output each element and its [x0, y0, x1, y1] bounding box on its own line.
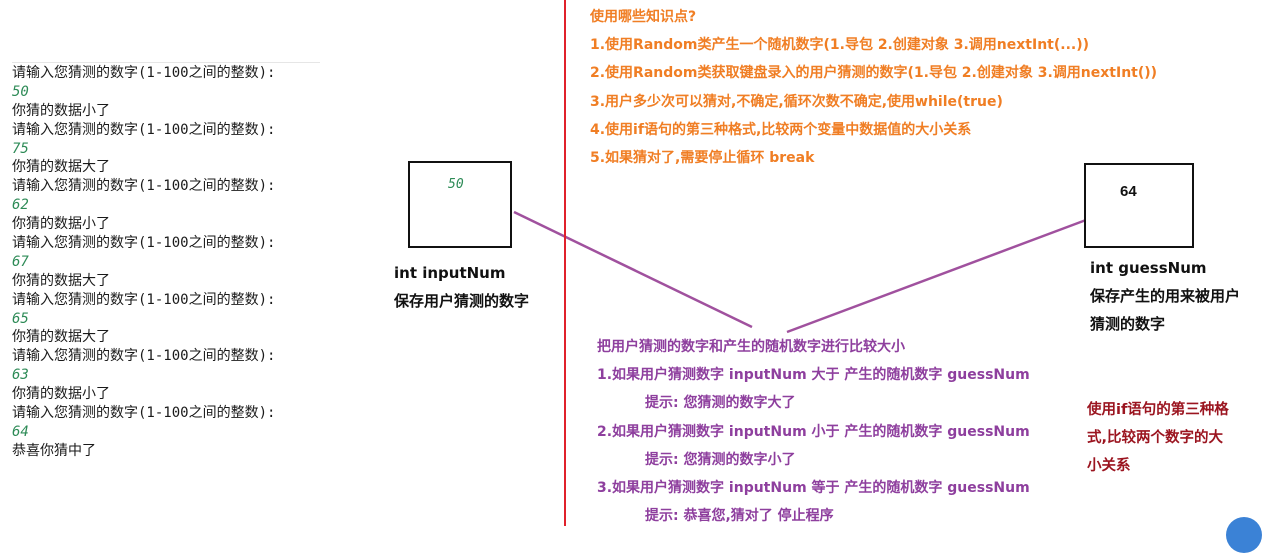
console-top-border: [12, 62, 320, 63]
rule-condition: 2.如果用户猜测数字 inputNum 小于 产生的随机数字 guessNum: [597, 423, 1030, 440]
console-line-result: 你猜的数据大了: [12, 272, 110, 289]
input-num-value: 50: [448, 177, 464, 192]
console-line-result: 你猜的数据小了: [12, 102, 110, 119]
connector-guess-to-compare: [786, 218, 1087, 334]
console-line-prompt: 请输入您猜测的数字(1-100之间的整数):: [12, 121, 276, 138]
console-line-input: 62: [12, 197, 29, 214]
guess-num-box: 64: [1084, 163, 1194, 248]
console-line-prompt: 请输入您猜测的数字(1-100之间的整数):: [12, 65, 276, 81]
console-line-result: 你猜的数据小了: [12, 216, 110, 233]
rule-condition: 1.如果用户猜测数字 inputNum 大于 产生的随机数字 guessNum: [597, 367, 1030, 384]
input-num-desc: 保存用户猜测的数字: [394, 292, 530, 310]
guess-num-var: int guessNum: [1090, 259, 1207, 277]
console-output: 请输入您猜测的数字(1-100之间的整数): 50 你猜的数据小了 请输入您猜测…: [12, 62, 322, 461]
side-note-line: 式,比较两个数字的大: [1087, 430, 1224, 446]
console-line-prompt: 请输入您猜测的数字(1-100之间的整数):: [12, 348, 276, 365]
knowledge-points: 使用哪些知识点? 1.使用Random类产生一个随机数字(1.导包 2.创建对象…: [590, 3, 1157, 172]
knowledge-item: 3.用户多少次可以猜对,不确定,循环次数不确定,使用while(true): [590, 93, 1003, 110]
connector-lines: [513, 210, 1087, 334]
guess-num-desc-2: 猜测的数字: [1090, 315, 1166, 333]
rule-hint: 提示: 您猜测的数字小了: [645, 451, 796, 468]
knowledge-title: 使用哪些知识点?: [590, 9, 697, 25]
guess-num-desc-1: 保存产生的用来被用户: [1090, 287, 1241, 305]
console-line-input: 50: [12, 83, 29, 100]
input-num-label: int inputNum 保存用户猜测的数字: [394, 259, 529, 315]
comparison-title: 把用户猜测的数字和产生的随机数字进行比较大小: [597, 339, 905, 355]
knowledge-item: 2.使用Random类获取键盘录入的用户猜测的数字(1.导包 2.创建对象 3.…: [590, 65, 1158, 82]
console-line-result: 恭喜你猜中了: [12, 442, 96, 459]
knowledge-item: 4.使用if语句的第三种格式,比较两个变量中数据值的大小关系: [590, 121, 972, 138]
console-line-prompt: 请输入您猜测的数字(1-100之间的整数):: [12, 178, 276, 195]
connector-input-to-compare: [513, 210, 753, 329]
rule-condition: 3.如果用户猜测数字 inputNum 等于 产生的随机数字 guessNum: [597, 480, 1030, 497]
console-line-input: 67: [12, 253, 29, 270]
input-num-box: 50: [408, 161, 512, 248]
console-line-result: 你猜的数据大了: [12, 329, 110, 346]
side-note-line: 小关系: [1087, 458, 1131, 474]
side-note: 使用if语句的第三种格 式,比较两个数字的大 小关系: [1087, 396, 1257, 480]
console-line-prompt: 请输入您猜测的数字(1-100之间的整数):: [12, 235, 276, 252]
console-line-prompt: 请输入您猜测的数字(1-100之间的整数):: [12, 405, 276, 422]
rule-hint: 提示: 您猜测的数字大了: [645, 395, 796, 412]
knowledge-item: 5.如果猜对了,需要停止循环 break: [590, 150, 815, 167]
floating-badge-icon[interactable]: [1226, 517, 1262, 553]
console-line-input: 75: [12, 140, 29, 157]
console-line-input: 64: [12, 423, 29, 440]
console-line-input: 63: [12, 367, 29, 384]
vertical-divider: [564, 0, 566, 526]
console-line-input: 65: [12, 310, 29, 327]
rule-hint: 提示: 恭喜您,猜对了 停止程序: [645, 508, 834, 525]
console-line-result: 你猜的数据小了: [12, 386, 110, 403]
guess-num-value: 64: [1120, 183, 1137, 200]
comparison-rules: 把用户猜测的数字和产生的随机数字进行比较大小 1.如果用户猜测数字 inputN…: [597, 333, 1030, 530]
console-line-prompt: 请输入您猜测的数字(1-100之间的整数):: [12, 291, 276, 308]
guess-num-label: int guessNum 保存产生的用来被用户 猜测的数字: [1090, 254, 1270, 338]
input-num-var: int inputNum: [394, 264, 506, 282]
side-note-line: 使用if语句的第三种格: [1087, 402, 1229, 418]
console-line-result: 你猜的数据大了: [12, 159, 110, 176]
knowledge-item: 1.使用Random类产生一个随机数字(1.导包 2.创建对象 3.调用next…: [590, 37, 1090, 54]
